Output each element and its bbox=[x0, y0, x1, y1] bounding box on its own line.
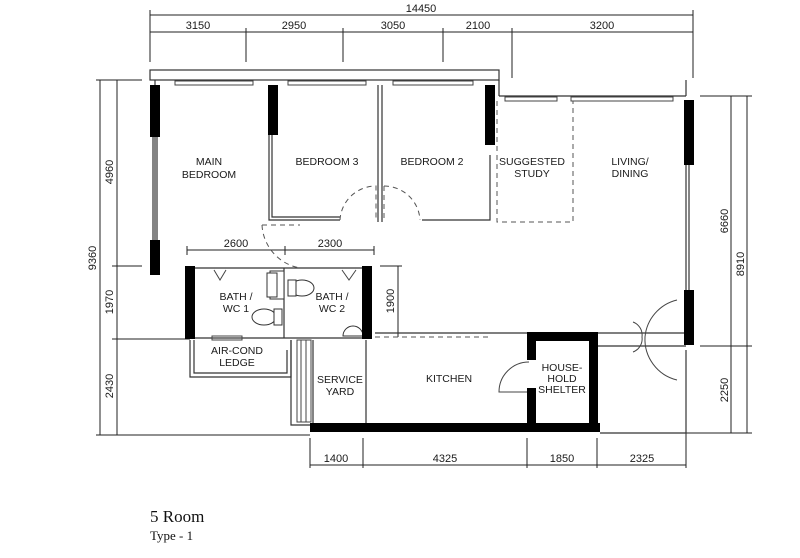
svg-text:1970: 1970 bbox=[104, 290, 116, 314]
dashed-lines bbox=[261, 101, 574, 338]
room-bath-wc-2: BATH /WC 2 bbox=[315, 291, 348, 315]
svg-text:2325: 2325 bbox=[630, 453, 654, 465]
svg-text:1400: 1400 bbox=[324, 453, 348, 465]
svg-text:2250: 2250 bbox=[719, 378, 731, 402]
dimension-labels: 14450 3150 2950 3050 2100 3200 9360 4960… bbox=[87, 3, 747, 465]
svg-text:3050: 3050 bbox=[381, 20, 405, 32]
thin-walls bbox=[149, 69, 690, 434]
svg-text:3150: 3150 bbox=[186, 20, 210, 32]
svg-text:8910: 8910 bbox=[735, 252, 747, 276]
svg-text:4325: 4325 bbox=[433, 453, 457, 465]
fixtures bbox=[251, 270, 364, 337]
plan-title: 5 Room bbox=[150, 507, 205, 526]
svg-text:2430: 2430 bbox=[104, 374, 116, 398]
room-bedroom-2: BEDROOM 2 bbox=[400, 156, 463, 168]
room-bedroom-3: BEDROOM 3 bbox=[295, 156, 358, 168]
room-living-dining: LIVING/DINING bbox=[611, 156, 648, 180]
structural-walls bbox=[150, 85, 694, 432]
windows bbox=[174, 80, 674, 423]
svg-text:6660: 6660 bbox=[719, 209, 731, 233]
svg-text:2100: 2100 bbox=[466, 20, 490, 32]
svg-text:14450: 14450 bbox=[406, 3, 437, 15]
svg-text:2950: 2950 bbox=[282, 20, 306, 32]
svg-text:1850: 1850 bbox=[550, 453, 574, 465]
svg-text:1900: 1900 bbox=[385, 289, 397, 313]
room-kitchen: KITCHEN bbox=[426, 373, 472, 385]
dimension-lines bbox=[96, 10, 752, 468]
svg-text:3200: 3200 bbox=[590, 20, 614, 32]
door-swings bbox=[213, 269, 678, 393]
svg-text:2300: 2300 bbox=[318, 238, 342, 250]
plan-subtitle: Type - 1 bbox=[150, 528, 194, 543]
svg-text:2600: 2600 bbox=[224, 238, 248, 250]
svg-text:4960: 4960 bbox=[104, 160, 116, 184]
room-bath-wc-1: BATH /WC 1 bbox=[219, 291, 252, 315]
svg-text:9360: 9360 bbox=[87, 246, 99, 270]
